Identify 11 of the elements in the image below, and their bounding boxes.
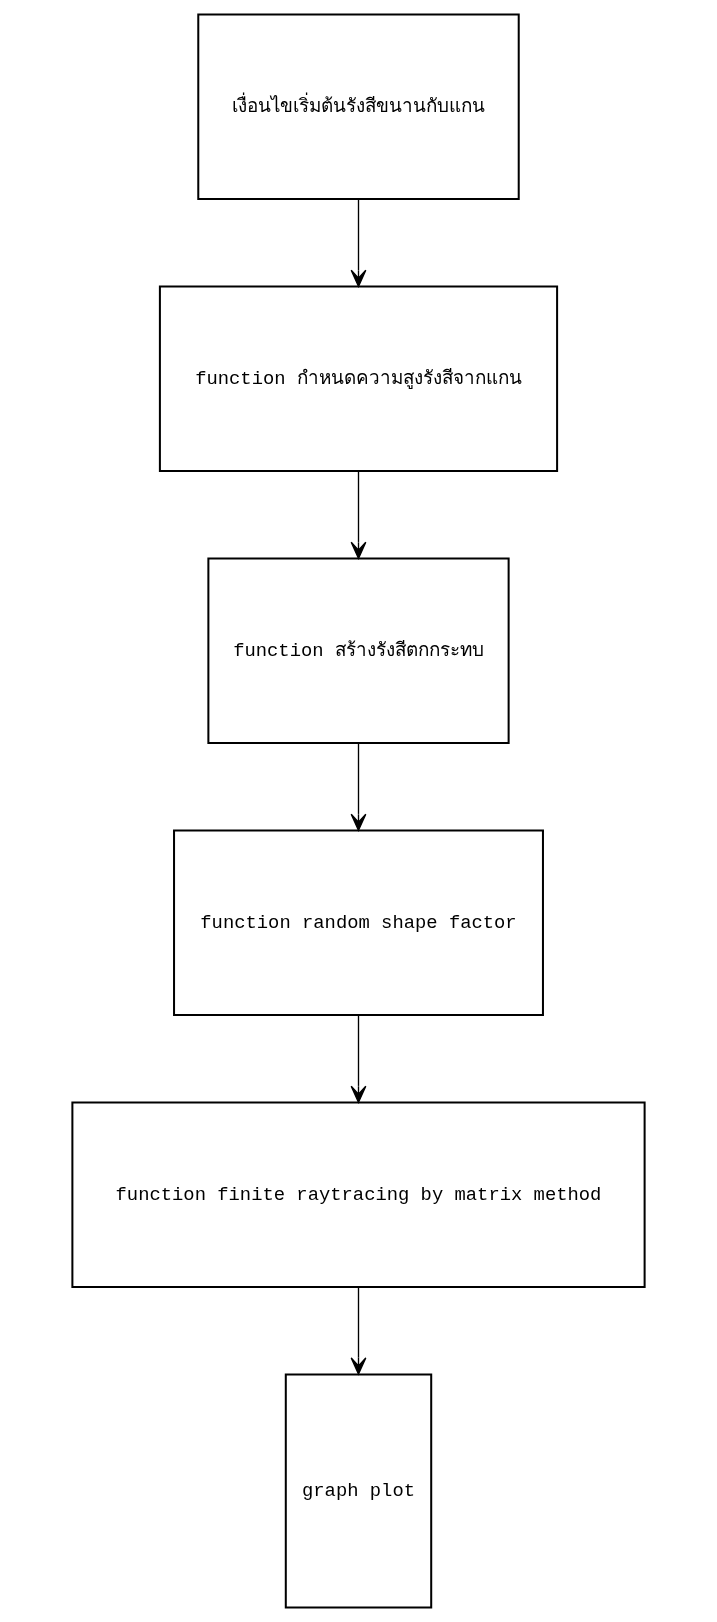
arrow (350, 1286, 367, 1375)
arrow (350, 1014, 367, 1103)
node-box: function random shape factor (173, 829, 544, 1016)
node-box: function สร้างรังสีตกกระทบ (207, 557, 510, 744)
node-box: function finite raytracing by matrix method (71, 1101, 646, 1288)
node-box: เงื่อนไขเริ่มต้นรังสีขนานกับแกน (197, 13, 520, 201)
arrow (350, 470, 367, 560)
node-box: function กำหนดความสูงรังสีจากแกน (158, 285, 559, 473)
arrow (350, 198, 367, 288)
arrow (350, 742, 367, 831)
node-box: graph plot (284, 1373, 433, 1609)
